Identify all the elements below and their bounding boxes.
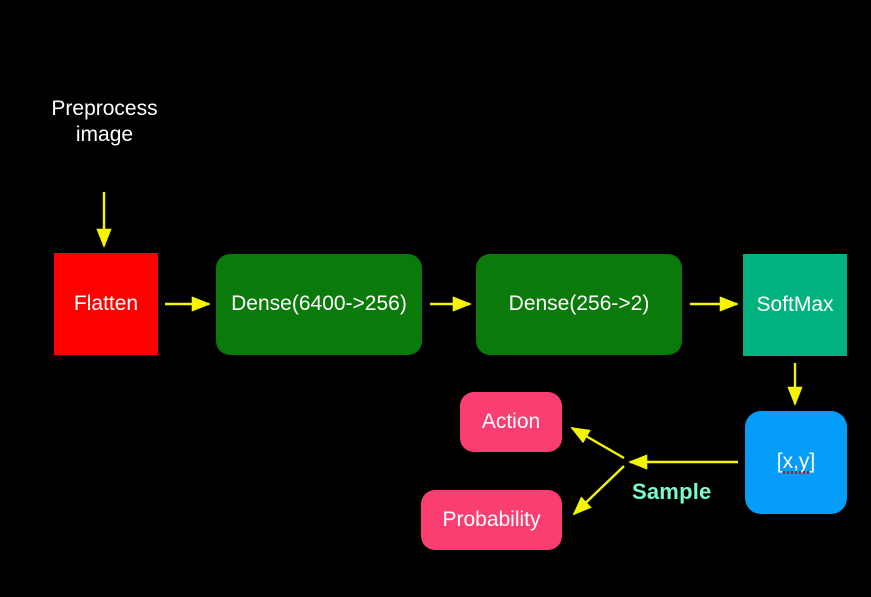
node-xy-output[interactable]: [x,y] — [745, 411, 847, 514]
node-dense2-label: Dense(256->2) — [508, 292, 650, 316]
node-flatten-label: Flatten — [73, 291, 139, 315]
arrow-sample-to-action — [570, 426, 625, 460]
node-probability[interactable]: Probability — [421, 490, 562, 550]
node-action[interactable]: Action — [460, 392, 562, 452]
node-dense-6400-256[interactable]: Dense(6400->256) — [216, 254, 422, 355]
node-xy-label: [x,y] — [776, 450, 816, 474]
node-dense-256-2[interactable]: Dense(256->2) — [476, 254, 682, 355]
node-action-label: Action — [481, 409, 541, 433]
node-softmax-label: SoftMax — [756, 292, 834, 316]
preprocess-image-label: Preprocess image — [51, 97, 158, 147]
arrow-sample-to-probability — [572, 465, 625, 516]
node-xy-label-wrap: [x,y] — [776, 450, 816, 474]
node-softmax[interactable]: SoftMax — [743, 254, 847, 356]
node-flatten[interactable]: Flatten — [54, 253, 158, 355]
node-probability-label: Probability — [442, 507, 541, 531]
sample-label: Sample — [632, 479, 712, 504]
spellcheck-underline — [782, 470, 810, 474]
node-dense1-label: Dense(6400->256) — [231, 292, 407, 316]
